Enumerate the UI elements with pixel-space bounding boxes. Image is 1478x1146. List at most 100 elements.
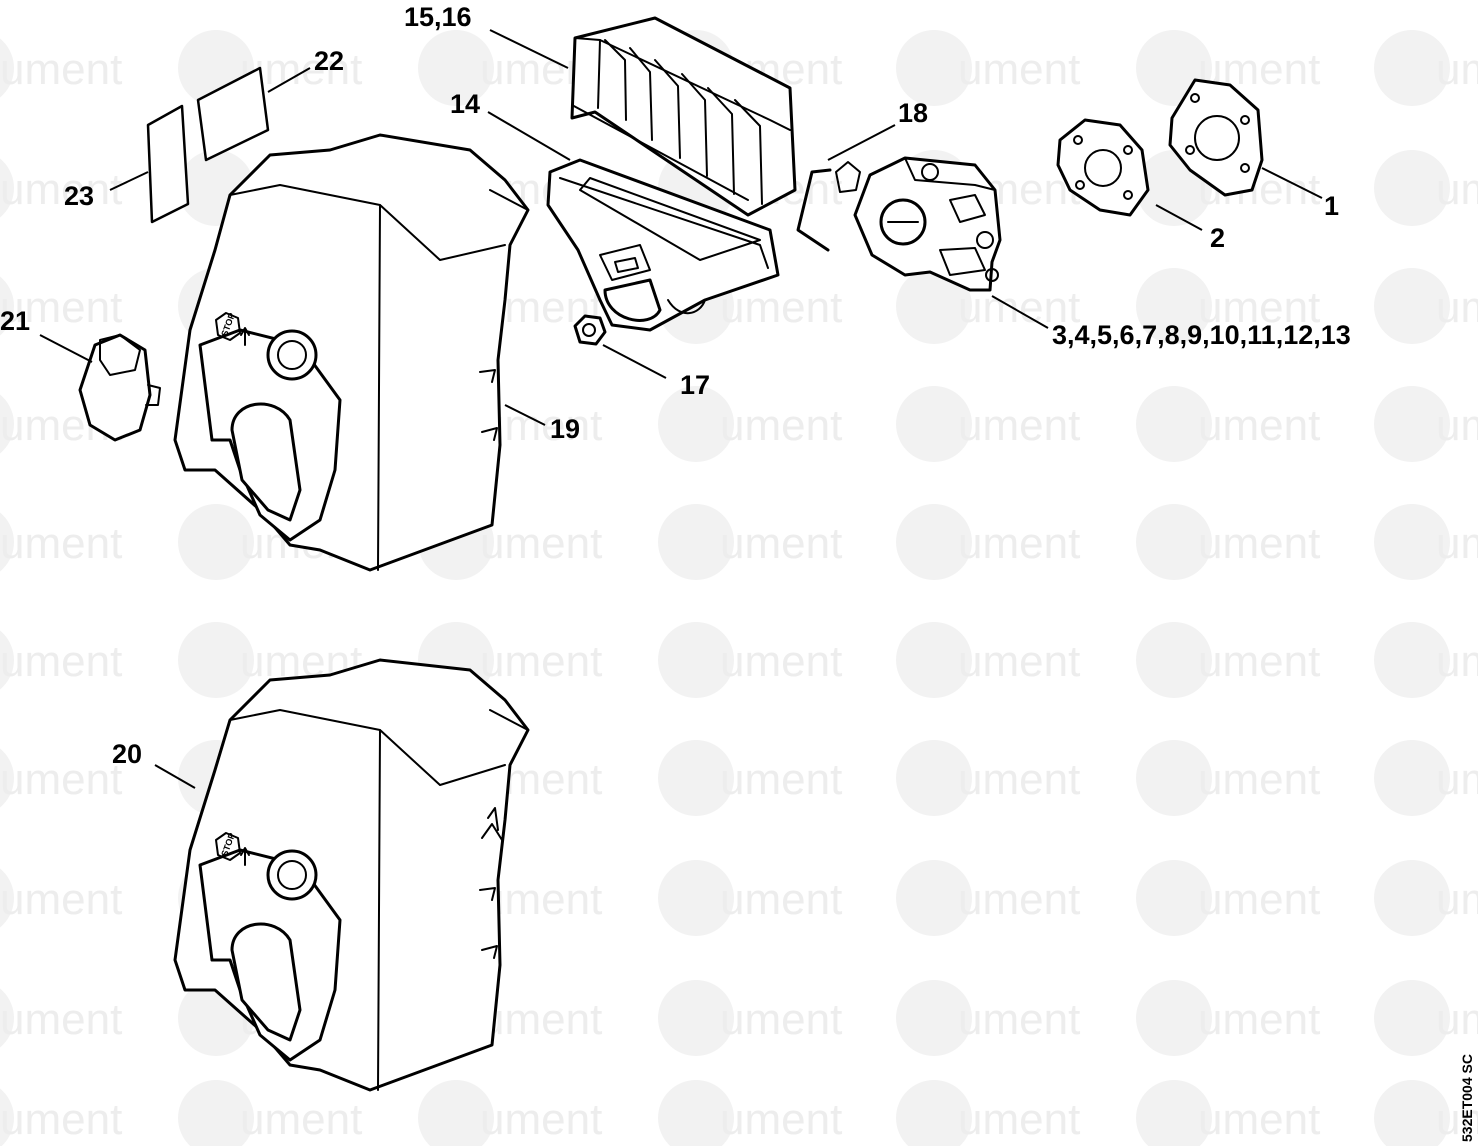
watermark-circle: [1374, 30, 1450, 106]
watermark-text: ument: [0, 995, 122, 1044]
watermark-text: ument: [1198, 637, 1320, 686]
watermark-text: ument: [958, 637, 1080, 686]
leader-23: [109, 171, 149, 191]
watermark-text: ument: [1436, 165, 1478, 214]
watermark-text: ument: [1436, 995, 1478, 1044]
watermark-circle: [0, 512, 14, 572]
leader-lines: [39, 29, 1323, 789]
watermark-text: ument: [720, 637, 842, 686]
watermark-circle: [1374, 980, 1450, 1056]
watermark-text: ument: [1436, 1095, 1478, 1144]
watermark-text: ument: [1198, 995, 1320, 1044]
callout-22: 22: [314, 46, 344, 76]
watermark-circle: [1374, 622, 1450, 698]
watermark-circle: [896, 622, 972, 698]
watermark-text: ument: [1198, 283, 1320, 332]
watermark-circle: [1136, 740, 1212, 816]
watermark-circle: [0, 868, 14, 928]
watermark-circle: [1136, 1080, 1212, 1146]
watermark-circle: [1374, 740, 1450, 816]
watermark-circle: [1136, 622, 1212, 698]
watermark-text: ument: [480, 1095, 602, 1144]
watermark-text: ument: [1436, 45, 1478, 94]
part-22-label: [196, 66, 270, 162]
part-18-linkage: [796, 161, 861, 252]
watermark-text: ument: [1198, 875, 1320, 924]
watermark-text: ument: [0, 1095, 122, 1144]
callout-1: 1: [1324, 191, 1339, 221]
watermark-text: ument: [1198, 1095, 1320, 1144]
callout-20: 20: [112, 739, 142, 769]
callout-19: 19: [550, 414, 580, 444]
watermark-text: ument: [0, 875, 122, 924]
watermark-text: ument: [480, 637, 602, 686]
watermark-circle: [1136, 504, 1212, 580]
watermark-circle: [896, 740, 972, 816]
watermark-circle: [1374, 1080, 1450, 1146]
callout-17: 17: [680, 370, 710, 400]
watermark-text: ument: [480, 995, 602, 1044]
watermark-text: ument: [958, 1095, 1080, 1144]
watermark-text: ument: [1198, 519, 1320, 568]
part-17-nut: [573, 314, 607, 346]
watermark-circle: [658, 980, 734, 1056]
watermark-circle: [178, 622, 254, 698]
watermark-circle: [896, 386, 972, 462]
watermark-circle: [896, 30, 972, 106]
watermark-text: ument: [1198, 755, 1320, 804]
leader-21: [39, 334, 93, 363]
leader-1: [1261, 167, 1323, 199]
callout-2: 2: [1210, 223, 1225, 253]
watermark-circle: [0, 38, 14, 98]
watermark-text: ument: [720, 875, 842, 924]
watermark-circle: [1136, 386, 1212, 462]
watermark-text: ument: [1436, 875, 1478, 924]
callout-14: 14: [450, 89, 480, 119]
leader-19: [504, 404, 546, 426]
watermark-text: ument: [0, 165, 122, 214]
watermark-text: ument: [1436, 401, 1478, 450]
leader-2: [1155, 204, 1203, 231]
watermark-circle: [418, 30, 494, 106]
watermark-circle: [1374, 150, 1450, 226]
watermark-text: ument: [1436, 519, 1478, 568]
watermark-circle: [1136, 268, 1212, 344]
watermark-circle: [418, 1080, 494, 1146]
watermark-circle: [658, 622, 734, 698]
watermark-text: ument: [720, 283, 842, 332]
watermark-text: ument: [480, 875, 602, 924]
watermark-text: ument: [1436, 637, 1478, 686]
watermark-circle: [1136, 980, 1212, 1056]
leader-18: [827, 124, 896, 161]
callout-18: 18: [898, 98, 928, 128]
part-23-label: [146, 104, 190, 224]
watermark-text: ument: [958, 755, 1080, 804]
watermark-circle: [0, 1088, 14, 1146]
part-1-gasket: [1168, 78, 1264, 197]
watermark-text: ument: [0, 519, 122, 568]
watermark-text: ument: [1198, 401, 1320, 450]
watermark-text: ument: [720, 1095, 842, 1144]
watermark-circle: [0, 394, 14, 454]
watermark-text: ument: [1436, 283, 1478, 332]
watermark-layer: ument ument ument ument ument ument ument ument…: [0, 30, 1478, 1146]
watermark-text: ument: [720, 755, 842, 804]
watermark-text: ument: [0, 45, 122, 94]
watermark-circle: [896, 504, 972, 580]
part-20-shroud: STOP: [173, 658, 530, 1092]
watermark-text: ument: [958, 45, 1080, 94]
watermark-text: ument: [1436, 755, 1478, 804]
watermark-text: ument: [240, 1095, 362, 1144]
watermark-circle: [0, 630, 14, 690]
watermark-text: ument: [958, 519, 1080, 568]
leader-3-13: [991, 295, 1049, 329]
watermark-text: ument: [0, 283, 122, 332]
leader-15-16: [489, 29, 569, 69]
watermark-circle: [658, 860, 734, 936]
watermark-circle: [0, 988, 14, 1048]
part-15-16-air-filter: [570, 16, 797, 217]
watermark-circle: [896, 1080, 972, 1146]
watermark-circle: [658, 740, 734, 816]
watermark-text: ument: [958, 995, 1080, 1044]
